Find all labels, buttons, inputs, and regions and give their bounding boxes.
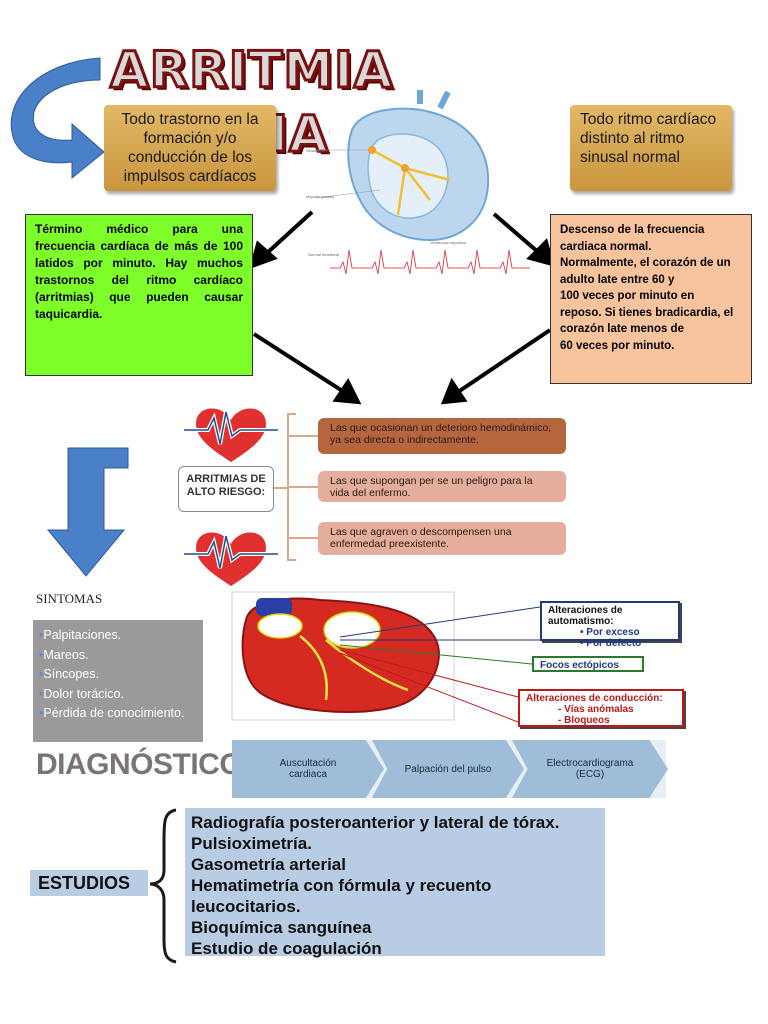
definition-box-right: Todo ritmo cardíaco distinto al ritmo si… <box>570 105 732 191</box>
sintoma-item: Mareos. <box>39 646 197 666</box>
svg-text:Normal heartbeat: Normal heartbeat <box>308 252 340 257</box>
svg-text:Ventricular impulses: Ventricular impulses <box>430 240 466 245</box>
estudio-item: Bioquímica sanguínea <box>191 918 372 937</box>
conduccion-title: Alteraciones de conducción: <box>526 693 663 704</box>
focos-callout: Focos ectópicos <box>532 656 644 672</box>
bradicardia-line: adulto late entre 60 y <box>560 273 675 286</box>
estudios-label: ESTUDIOS <box>30 870 148 896</box>
sintomas-list: Palpitaciones. Mareos. Síncopes. Dolor t… <box>33 620 203 742</box>
diagnostico-step: Electrocardiograma (ECG) <box>512 740 668 798</box>
high-risk-label: ARRITMIAS DE ALTO RIESGO: <box>178 466 274 512</box>
diagnostico-step: Palpación del pulso <box>372 740 524 798</box>
diagnostico-title: DIAGNÓSTICO <box>36 748 243 781</box>
conduccion-item: - Bloqueos <box>558 715 610 726</box>
estudio-item: Gasometría arterial <box>191 855 346 874</box>
definition-box-left: Todo trastorno en la formación y/o condu… <box>104 105 276 191</box>
curved-arrow-icon <box>10 57 105 180</box>
high-risk-item: Las que ocasionan un deterioro hemodinám… <box>318 418 566 454</box>
bradicardia-line: Descenso de la frecuencia <box>560 224 705 236</box>
sintoma-item: Dolor torácico. <box>39 685 197 705</box>
automatismo-callout: Alteraciones de automatismo: • Por exces… <box>540 601 680 649</box>
diagnostico-step-label: Electrocardiograma (ECG) <box>546 758 634 780</box>
estudios-list: Radiografía posteroanterior y lateral de… <box>185 808 605 958</box>
heart-cross-section-illustration <box>231 591 541 723</box>
sintoma-item: Palpitaciones. <box>39 626 197 646</box>
heart-conduction-illustration: Sinus node Impulse pauses Ventricular im… <box>306 90 530 275</box>
estudio-item: Radiografía posteroanterior y lateral de… <box>191 813 560 832</box>
estudio-item: Estudio de coagulación <box>191 939 382 958</box>
diagnostico-step-label: Auscultación cardiaca <box>279 758 337 780</box>
bradicardia-line: cardiaca normal. <box>560 240 652 253</box>
estudio-item: leucocitarios. <box>191 897 301 916</box>
automatismo-item: • Por exceso <box>580 627 640 638</box>
bradicardia-box: Descenso de la frecuencia cardiaca norma… <box>550 214 752 384</box>
sintoma-item: Pérdida de conocimiento. <box>39 704 197 724</box>
down-arrow-icon <box>46 447 129 577</box>
diagnostico-step: Auscultación cardiaca <box>232 740 384 798</box>
taquicardia-box: Término médico para una frecuencia cardí… <box>25 214 253 376</box>
heart-pulse-icon <box>184 408 278 462</box>
diagnostico-step-label: Palpación del pulso <box>404 763 492 775</box>
svg-text:Sinus node: Sinus node <box>306 148 327 153</box>
svg-text:Impulse pauses: Impulse pauses <box>306 194 334 199</box>
sintoma-item: Síncopes. <box>39 665 197 685</box>
bradicardia-line: Normalmente, el corazón de un <box>560 257 731 269</box>
automatismo-title: Alteraciones de automatismo: <box>548 605 623 627</box>
bradicardia-line: 60 veces por minuto. <box>560 339 675 352</box>
high-risk-item: Las que agraven o descompensen una enfer… <box>318 522 566 555</box>
conduccion-item: - Vías anómalas <box>558 704 634 715</box>
estudio-item: Pulsioximetría. <box>191 834 312 853</box>
automatismo-item: • Por defecto <box>580 638 642 649</box>
sintomas-title: SINTOMAS <box>36 591 103 606</box>
estudio-item: Hematimetría con fórmula y recuento <box>191 876 492 895</box>
arrow-icon <box>249 210 555 405</box>
heart-pulse-icon <box>184 532 278 586</box>
conduccion-callout: Alteraciones de conducción: - Vías anóma… <box>518 689 684 727</box>
high-risk-item: Las que supongan per se un peligro para … <box>318 471 566 502</box>
bradicardia-line: reposo. Si tienes bradicardia, el <box>560 306 734 319</box>
bradicardia-line: corazón late menos de <box>560 323 684 335</box>
bradicardia-line: 100 veces por minuto en <box>560 290 695 302</box>
bracket-icon <box>274 413 318 561</box>
curly-brace-icon <box>149 808 177 964</box>
